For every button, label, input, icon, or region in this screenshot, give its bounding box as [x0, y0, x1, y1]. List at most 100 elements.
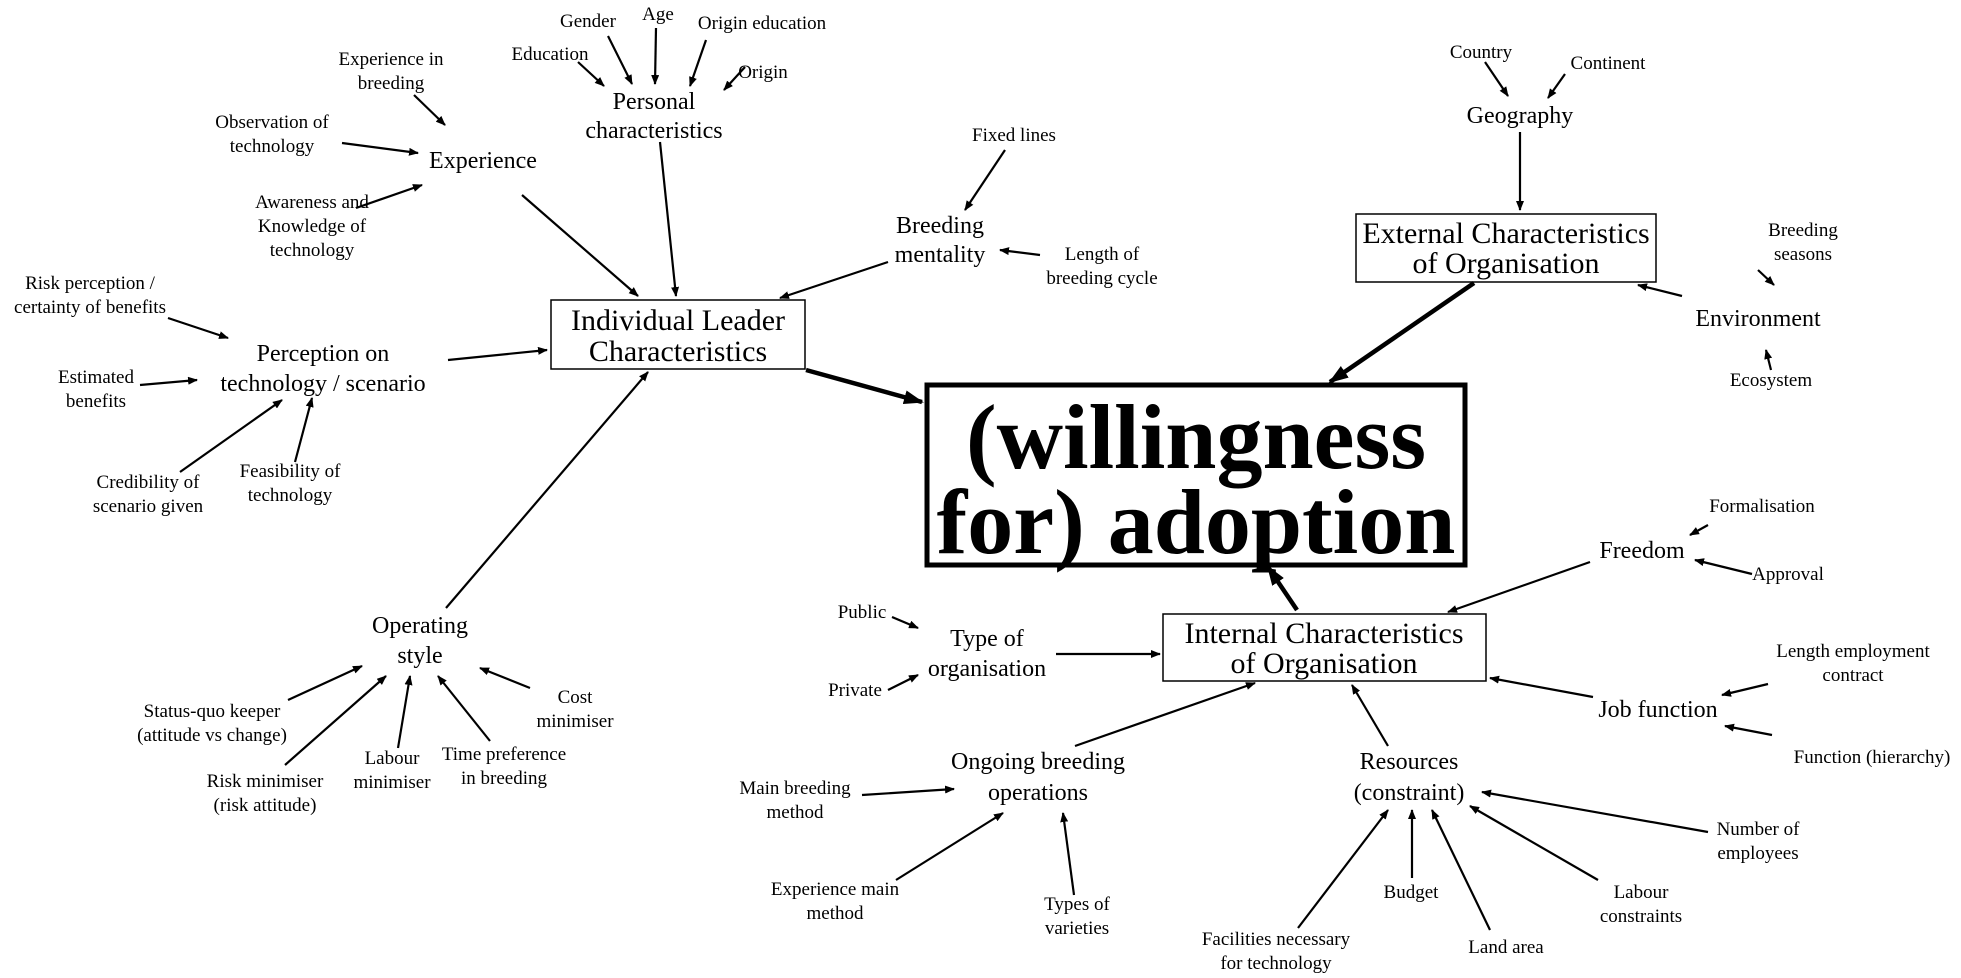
- arrow-origin: [723, 66, 746, 91]
- awareness-line3: technology: [270, 240, 355, 261]
- arrow-operating-to-ilc: [445, 371, 649, 609]
- perception-line1: Perception on: [257, 341, 390, 367]
- arrow-public: [891, 615, 919, 630]
- arrow-perception-to-ilc: [447, 346, 548, 362]
- cost-minimiser-line1: Cost: [558, 687, 594, 708]
- risk-minimiser-line2: (risk attitude): [214, 795, 317, 816]
- arrow-cost-minimiser: [479, 666, 531, 690]
- arrow-observation: [341, 141, 419, 156]
- approval-label: Approval: [1752, 564, 1824, 585]
- arrow-continent: [1547, 73, 1566, 99]
- center-box: [924, 382, 1468, 568]
- breeding-cycle-line2: breeding cycle: [1046, 268, 1157, 289]
- exp-breeding-line1: Experience in: [339, 49, 444, 70]
- age-label: Age: [642, 4, 674, 25]
- breeding-mentality-line1: Breeding: [896, 213, 984, 239]
- arrow-resources-to-int: [1351, 684, 1389, 747]
- estimated-line1: Estimated: [58, 367, 134, 388]
- employees-line1: Number of: [1717, 819, 1801, 840]
- internal-characteristics-box: [1162, 613, 1487, 682]
- fixed-lines-label: Fixed lines: [972, 125, 1056, 146]
- resources-line2: (constraint): [1354, 780, 1465, 806]
- ext-line2: of Organisation: [1413, 247, 1600, 280]
- ecosystem-label: Ecosystem: [1730, 370, 1813, 391]
- labour-constraints-line1: Labour: [1614, 882, 1670, 903]
- int-line2: of Organisation: [1231, 647, 1418, 680]
- risk-minimiser-line1: Risk minimiser: [207, 771, 324, 792]
- observation-line1: Observation of: [215, 112, 329, 133]
- risk-perception-line2: certainty of benefits: [14, 297, 166, 318]
- ilc-line1: Individual Leader: [571, 304, 785, 337]
- arrow-facilities: [1297, 809, 1389, 929]
- perception-line2: technology / scenario: [220, 371, 425, 397]
- feasibility-line1: Feasibility of: [240, 461, 341, 482]
- observation-line2: technology: [230, 136, 315, 157]
- budget-label: Budget: [1384, 882, 1440, 903]
- arrow-ongoing-to-int: [1074, 681, 1256, 748]
- origin-label: Origin: [738, 62, 788, 83]
- arrow-personal-to-ilc: [658, 141, 680, 297]
- experience-main-line1: Experience main: [771, 879, 900, 900]
- arrow-age: [651, 27, 660, 85]
- continent-label: Continent: [1571, 53, 1647, 74]
- arrow-ecosystem: [1764, 349, 1773, 371]
- arrow-credibility: [179, 399, 283, 473]
- arrow-formalisation: [1689, 524, 1709, 536]
- public-label: Public: [838, 602, 887, 623]
- arrows: [139, 27, 1775, 931]
- arrow-length-employment: [1721, 682, 1769, 697]
- arrow-experience-main-method: [895, 812, 1004, 881]
- gender-label: Gender: [560, 11, 617, 32]
- ongoing-line1: Ongoing breeding: [951, 749, 1125, 775]
- land-area-label: Land area: [1468, 937, 1544, 958]
- arrow-int-to-center: [1266, 565, 1299, 612]
- personal-line1: Personal: [613, 89, 696, 115]
- labour-minimiser-line1: Labour: [365, 748, 421, 769]
- origin-education-label: Origin education: [698, 13, 827, 34]
- arrow-breeding-mentality-to-ilc: [779, 260, 889, 300]
- arrow-labour-constraints: [1469, 805, 1599, 881]
- experience-main-line2: method: [807, 903, 864, 924]
- facilities-line1: Facilities necessary: [1202, 929, 1351, 950]
- feasibility-line2: technology: [248, 485, 333, 506]
- arrow-risk-minimiser: [284, 675, 387, 766]
- arrow-land-area: [1431, 809, 1491, 931]
- freedom-label: Freedom: [1599, 538, 1685, 564]
- arrow-main-breeding-method: [861, 785, 955, 797]
- personal-line2: characteristics: [585, 118, 722, 144]
- center-title-line2: for) adoption: [937, 471, 1456, 573]
- education-label: Education: [511, 44, 589, 65]
- exp-breeding-line2: breeding: [358, 73, 425, 94]
- credibility-line1: Credibility of: [97, 472, 201, 493]
- arrow-time-preference: [437, 675, 491, 742]
- awareness-line1: Awareness and: [255, 192, 369, 213]
- int-line1: Internal Characteristics: [1184, 617, 1463, 650]
- arrow-approval: [1694, 558, 1753, 576]
- experience-label: Experience: [429, 148, 537, 174]
- arrow-ext-to-center: [1328, 281, 1476, 384]
- arrow-awareness: [355, 183, 423, 210]
- arrow-environment-to-ext: [1637, 283, 1683, 298]
- function-hierarchy-label: Function (hierarchy): [1794, 747, 1951, 768]
- length-employment-line1: Length employment: [1776, 641, 1930, 662]
- labour-minimiser-line2: minimiser: [353, 772, 431, 793]
- arrow-job-to-int: [1489, 675, 1594, 699]
- main-breeding-line1: Main breeding: [739, 778, 851, 799]
- center-title-line1: (willingness: [966, 386, 1426, 488]
- status-quo-line2: (attitude vs change): [137, 725, 287, 746]
- arrow-ilc-to-center: [805, 367, 924, 405]
- arrow-estimated: [139, 376, 198, 387]
- arrow-function-hierarchy: [1724, 723, 1773, 737]
- arrow-origin-education: [688, 39, 708, 87]
- arrow-fixed-lines: [964, 149, 1006, 211]
- arrow-education: [577, 61, 605, 87]
- breeding-cycle-line1: Length of: [1065, 244, 1140, 265]
- types-varieties-line2: varieties: [1045, 918, 1109, 939]
- resources-line1: Resources: [1360, 749, 1459, 775]
- geography-label: Geography: [1467, 103, 1574, 129]
- time-preference-line1: Time preference: [442, 744, 566, 765]
- ilc-line2: Characteristics: [589, 335, 767, 368]
- labour-constraints-line2: constraints: [1600, 906, 1682, 927]
- arrow-types-varieties: [1060, 812, 1076, 896]
- status-quo-line1: Status-quo keeper: [144, 701, 281, 722]
